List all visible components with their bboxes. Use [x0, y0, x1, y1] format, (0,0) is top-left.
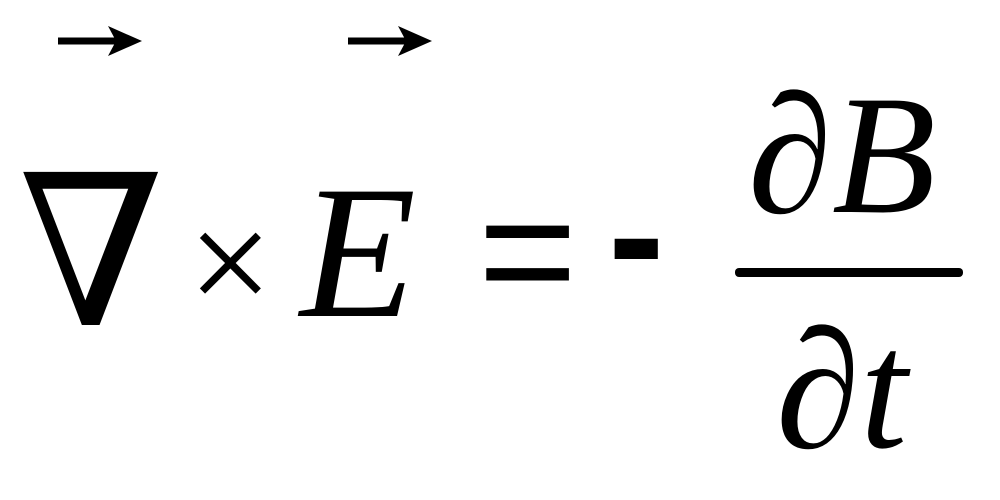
minus-sign: -	[608, 140, 665, 330]
nabla-symbol: ∇	[18, 139, 165, 371]
cross-product-symbol: ×	[188, 180, 273, 346]
vector-arrow-icon	[58, 26, 142, 56]
vector-arrow-icon	[348, 26, 432, 56]
equals-sign: =	[478, 156, 578, 346]
fraction-bar	[735, 268, 963, 277]
fraction-numerator: ∂B	[748, 61, 936, 249]
fraction-denominator: ∂t	[776, 296, 908, 484]
electric-field-variable: E	[300, 148, 417, 358]
